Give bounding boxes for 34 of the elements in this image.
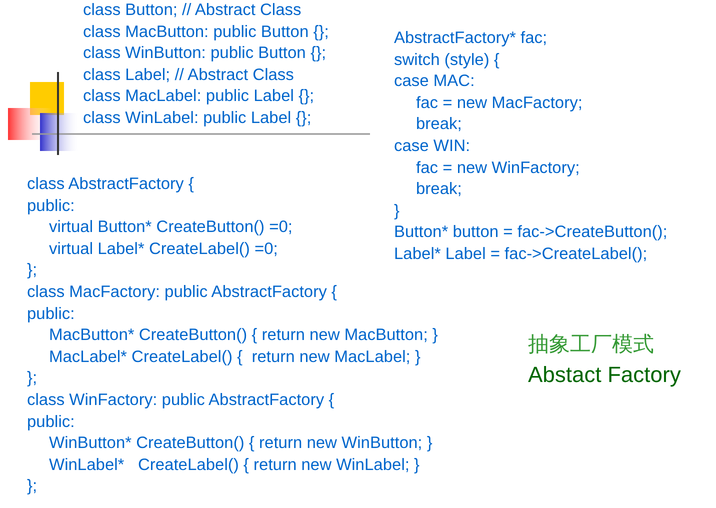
code-line: case MAC: bbox=[394, 71, 475, 92]
slide-heading: 抽象工厂模式 bbox=[528, 332, 654, 358]
slide-heading: Abstact Factory bbox=[528, 361, 681, 389]
code-line: public: bbox=[27, 304, 75, 324]
code-line: }; bbox=[27, 476, 38, 496]
code-line: public: bbox=[27, 196, 75, 216]
code-line: class WinFactory: public AbstractFactory { bbox=[27, 390, 334, 410]
code-line: WinButton* CreateButton() { return new WinButton; } bbox=[49, 433, 432, 454]
code-line: class WinLabel: public Label {}; bbox=[83, 108, 312, 128]
code-line: virtual Label* CreateLabel() =0; bbox=[49, 238, 278, 259]
code-line: class WinButton: public Button {}; bbox=[83, 43, 326, 64]
code-line: break; bbox=[416, 114, 462, 134]
code-line: fac = new MacFactory; bbox=[416, 92, 582, 113]
code-line: public: bbox=[27, 412, 75, 432]
code-line: }; bbox=[27, 368, 38, 388]
code-line: case WIN: bbox=[394, 136, 470, 156]
code-line: MacLabel* CreateLabel() { return new MacLabel; } bbox=[49, 346, 420, 367]
code-line: class MacLabel: public Label {}; bbox=[83, 86, 314, 106]
code-line: class MacButton: public Button {}; bbox=[83, 22, 329, 42]
code-line: class MacFactory: public AbstractFactory { bbox=[27, 282, 337, 302]
code-line: WinLabel* CreateLabel() { return new WinLabel; } bbox=[49, 454, 420, 475]
code-line: Label* Label = fac->CreateLabel(); bbox=[394, 244, 648, 264]
code-line: Button* button = fac->CreateButton(); bbox=[394, 222, 668, 242]
code-line: }; bbox=[27, 260, 38, 280]
code-line: } bbox=[394, 200, 400, 221]
code-line: AbstractFactory* fac; bbox=[394, 28, 548, 48]
code-line: class AbstractFactory { bbox=[27, 174, 194, 194]
code-line: virtual Button* CreateButton() =0; bbox=[49, 217, 293, 238]
code-line: break; bbox=[416, 179, 462, 200]
code-line: fac = new WinFactory; bbox=[416, 158, 580, 178]
code-line: class Label; // Abstract Class bbox=[83, 64, 294, 85]
code-line: switch (style) { bbox=[394, 50, 500, 70]
code-line: class Button; // Abstract Class bbox=[83, 0, 302, 20]
code-line: MacButton* CreateButton() { return new MacButton; } bbox=[49, 325, 438, 346]
